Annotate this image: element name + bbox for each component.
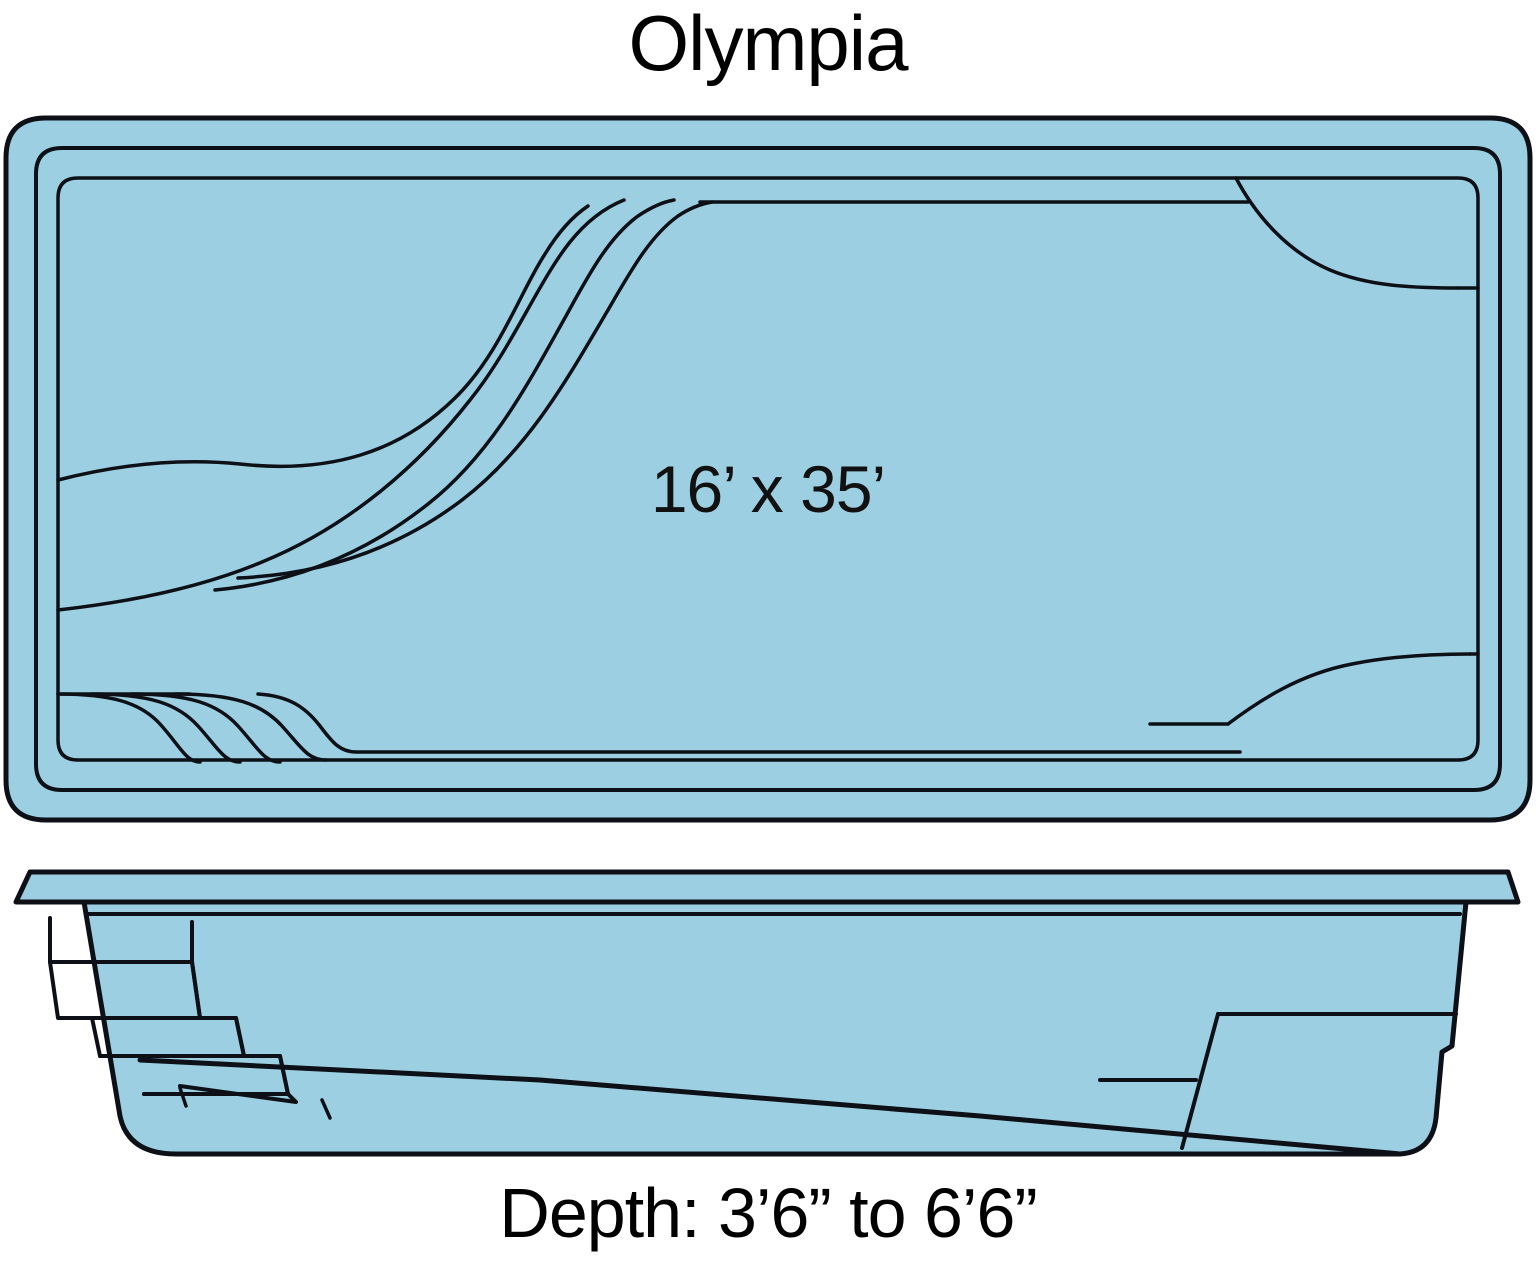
- plan-bench-lower-left-ledge: [256, 692, 1242, 754]
- plan-coping-line: [34, 146, 1502, 792]
- plan-step-curve-1: [56, 204, 590, 482]
- profile-coping-lip-outline: [13, 869, 1521, 905]
- plan-view: 16’ x 35’: [3, 115, 1533, 823]
- profile-step-2-riser: [90, 1016, 102, 1058]
- profile-step-face-2: [234, 1016, 246, 1058]
- profile-step-face-1: [190, 960, 202, 1020]
- dimensions-label: 16’ x 35’: [651, 452, 885, 526]
- page-title: Olympia: [628, 0, 908, 87]
- depth-label: Depth: 3’6” to 6’6”: [499, 1174, 1037, 1252]
- plan-bench-curve-3: [130, 692, 282, 764]
- profile-coping-lip: [16, 872, 1518, 902]
- profile-step-face-3: [278, 1054, 290, 1096]
- plan-bench-curve-2: [90, 692, 242, 764]
- plan-step-curve-4: [236, 200, 714, 580]
- plan-outer-shell-outline: [3, 115, 1533, 823]
- plan-step-curve-2: [56, 198, 626, 612]
- profile-step-bottom-edge: [142, 1084, 298, 1104]
- plan-bench-curve-4: [174, 692, 328, 762]
- profile-shell-body: [84, 902, 1466, 1154]
- plan-bench-lower-right: [1226, 652, 1472, 726]
- plan-bench-upper-right: [1234, 176, 1460, 290]
- profile-floor-slope: [137, 1057, 1403, 1157]
- profile-view: [13, 869, 1521, 1157]
- profile-step-floor-joint-2: [320, 1098, 332, 1120]
- profile-bench-right-face: [1180, 1012, 1220, 1150]
- plan-outer-shell: [6, 118, 1530, 820]
- plan-step-curve-3: [213, 198, 676, 592]
- profile-step-floor-joint: [178, 1086, 188, 1108]
- plan-waterline: [56, 176, 1480, 762]
